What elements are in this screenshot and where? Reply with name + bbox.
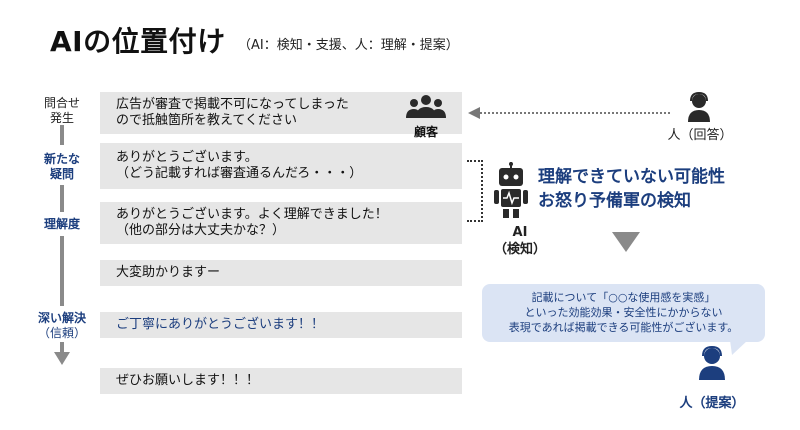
arrow-left-icon <box>468 107 480 119</box>
message-box: ご丁寧にありがとうございます！！ <box>100 312 462 338</box>
timeline-arrow-icon <box>54 352 70 365</box>
timeline-line-2 <box>60 185 64 212</box>
ai-bracket <box>467 160 483 222</box>
proposal-bubble: 記載について「○○な使用感を実感」 といった効能効果・安全性にかからない 表現で… <box>482 284 765 342</box>
stage-new-question: 新たな疑問 <box>43 152 80 181</box>
human-proposal-label: 人（提案） <box>679 396 745 411</box>
down-arrow-icon <box>612 232 640 252</box>
answer-dotted-line <box>480 112 670 114</box>
message-box: ぜひお願いします！！！ <box>100 368 462 394</box>
timeline-line-4 <box>60 342 64 354</box>
message-box: 大変助かりますー <box>100 260 462 286</box>
ai-label: AI（検知） <box>493 225 546 257</box>
headset-person-icon <box>688 92 710 122</box>
robot-icon <box>494 162 528 218</box>
headset-person-icon <box>699 346 725 380</box>
message-box: ありがとうございます。（どう記載すれば審査通るんだろ・・・） <box>100 143 462 189</box>
page-subtitle: （AI：検知・支援、人：理解・提案） <box>238 38 459 53</box>
stage-inquiry: 問合せ発生 <box>43 96 80 125</box>
timeline-line-3 <box>60 236 64 306</box>
message-box: ありがとうございます。よく理解できました！（他の部分は大丈夫かな？） <box>100 202 462 244</box>
human-answer-label: 人（回答） <box>667 128 733 143</box>
timeline-line-1 <box>60 125 64 145</box>
bubble-tail <box>730 340 748 355</box>
customer-group-icon <box>406 95 446 118</box>
stage-understanding: 理解度 <box>43 217 80 231</box>
customer: 顧客 <box>404 94 448 140</box>
message-box: 広告が審査で掲載不可になってしまったので抵触箇所を教えてください <box>100 92 462 134</box>
page-title: AIの位置付け <box>50 25 226 58</box>
stage-deep-resolution: 深い解決 （信頼） <box>37 311 86 340</box>
customer-label: 顧客 <box>413 125 438 139</box>
ai-detection-text: 理解できていない可能性お怒り予備軍の検知 <box>538 167 725 211</box>
